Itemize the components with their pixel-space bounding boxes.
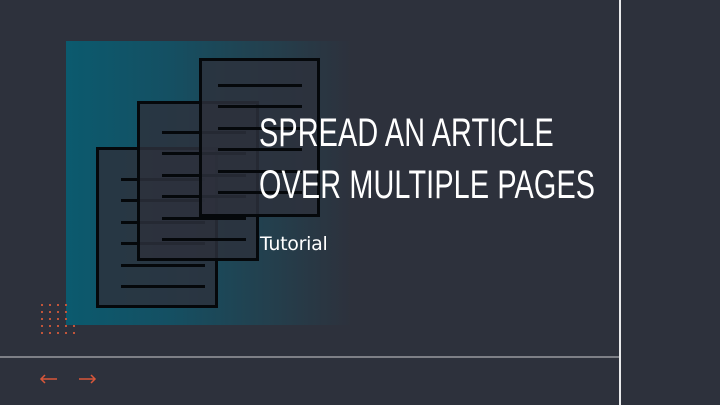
slide-title-line-1: SPREAD AN ARTICLE (259, 111, 554, 155)
vertical-divider (619, 0, 621, 405)
next-slide-button[interactable] (77, 369, 97, 389)
document-page-back (199, 58, 320, 217)
horizontal-divider (0, 356, 619, 358)
slide-title-line-2: OVER MULTIPLE PAGES (259, 163, 596, 207)
arrow-right-icon (79, 374, 97, 384)
slide-title: SPREAD AN ARTICLE OVER MULTIPLE PAGES (259, 107, 595, 211)
decorative-dot-grid (41, 304, 77, 336)
slide-subtitle: Tutorial (260, 233, 328, 255)
previous-slide-button[interactable] (39, 369, 59, 389)
arrow-left-icon (39, 374, 57, 384)
